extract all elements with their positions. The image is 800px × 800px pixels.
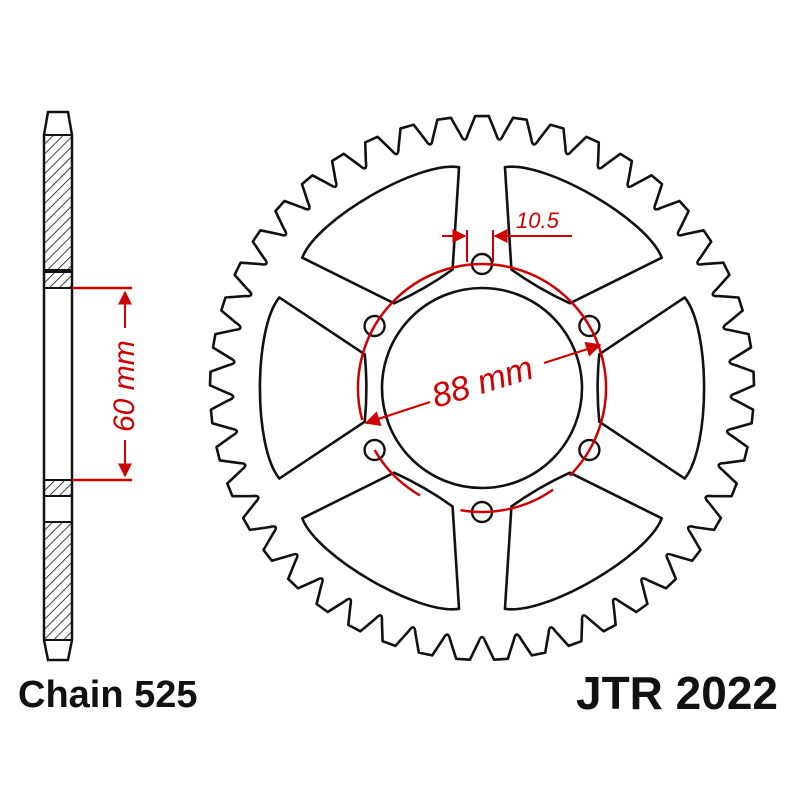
sprocket-front-view: 88 mm 10.5 [208,114,756,661]
hatch-ring-top [43,271,73,289]
pcd-arc [356,262,608,477]
hatch-lower [43,521,73,641]
pcd-arrow-right [543,341,602,365]
center-bore [380,286,584,490]
spoke-cutout [503,471,664,611]
part-number-label: JTR 2022 [575,667,778,719]
spoke-cutout [300,471,461,611]
spoke-cutout [258,296,368,480]
hatch-ring-bottom [43,479,73,497]
spoke-cutout [503,165,664,305]
hatch-upper [43,134,73,271]
spoke-cutout [300,165,461,305]
pcd-arrow-left [364,400,431,426]
side-profile: 60 mm [42,110,141,662]
bolt-hole-dimension: 10.5 [442,208,572,262]
offset-dimension: 60 mm [72,286,141,482]
spoke-cutout [596,296,706,480]
offset-dimension-label: 60 mm [108,340,141,432]
chain-size-label: Chain 525 [18,674,198,716]
spoke-cutouts [258,165,706,611]
bolt-hole-dimension-label: 10.5 [516,208,560,233]
pcd-arc-lower [373,449,554,514]
